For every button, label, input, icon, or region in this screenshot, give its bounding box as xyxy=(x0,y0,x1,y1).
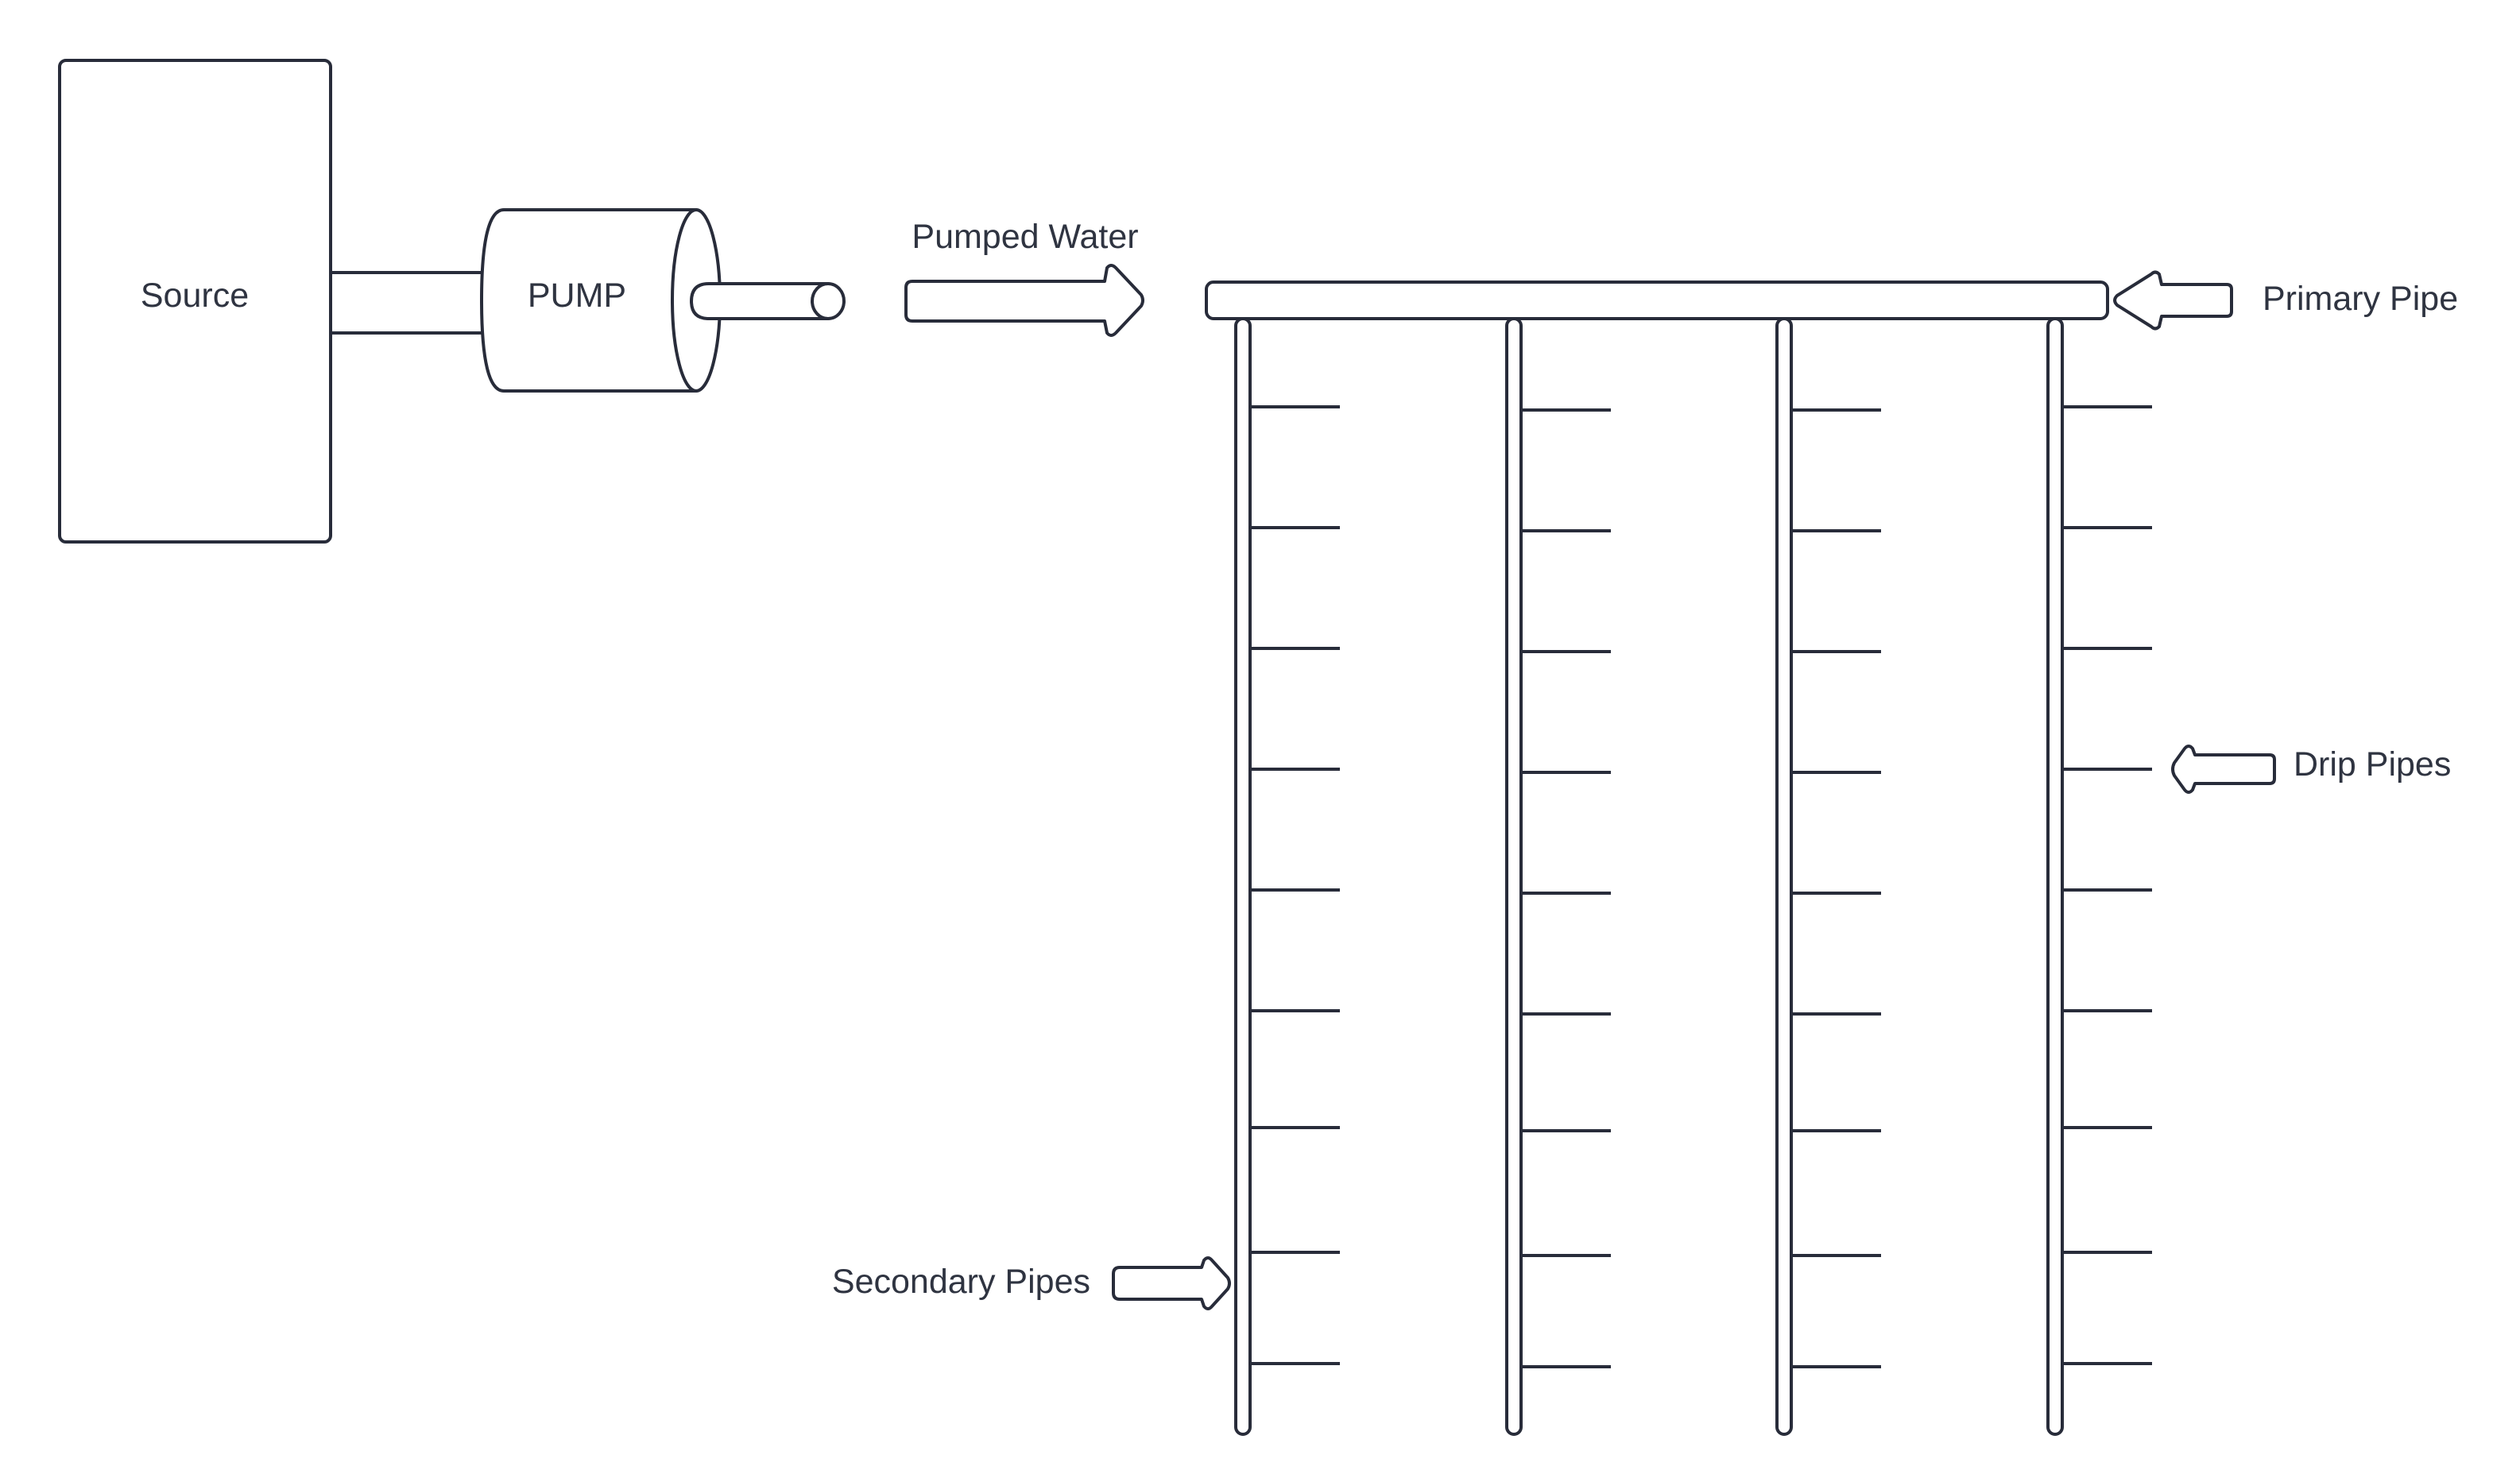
pumped-water-label: Pumped Water xyxy=(912,218,1138,256)
secondary-pipe xyxy=(1505,317,1523,1436)
drip-pipes-label: Drip Pipes xyxy=(2294,745,2451,783)
secondary-pipe xyxy=(1234,317,1252,1436)
source-box: Source xyxy=(58,59,332,544)
secondary-pipe xyxy=(1775,317,1793,1436)
primary-pipe-arrow xyxy=(2113,270,2233,331)
pump-outlet-pipe xyxy=(690,282,846,320)
secondary-pipes-label: Secondary Pipes xyxy=(832,1263,1090,1301)
drip-pipes xyxy=(1250,405,2152,1368)
drip-pipes-arrow xyxy=(2171,745,2276,794)
source-label: Source xyxy=(141,277,249,315)
pumped-water-arrow xyxy=(904,264,1144,337)
secondary-pipes xyxy=(1234,317,2064,1436)
pump: PUMP xyxy=(480,208,722,393)
primary-pipe xyxy=(1205,281,2109,320)
source-pump-connector xyxy=(331,271,483,335)
pump-label: PUMP xyxy=(528,277,626,315)
secondary-pipes-arrow xyxy=(1112,1256,1231,1310)
primary-pipe-label: Primary Pipe xyxy=(2263,280,2458,318)
secondary-pipe xyxy=(2046,317,2064,1436)
